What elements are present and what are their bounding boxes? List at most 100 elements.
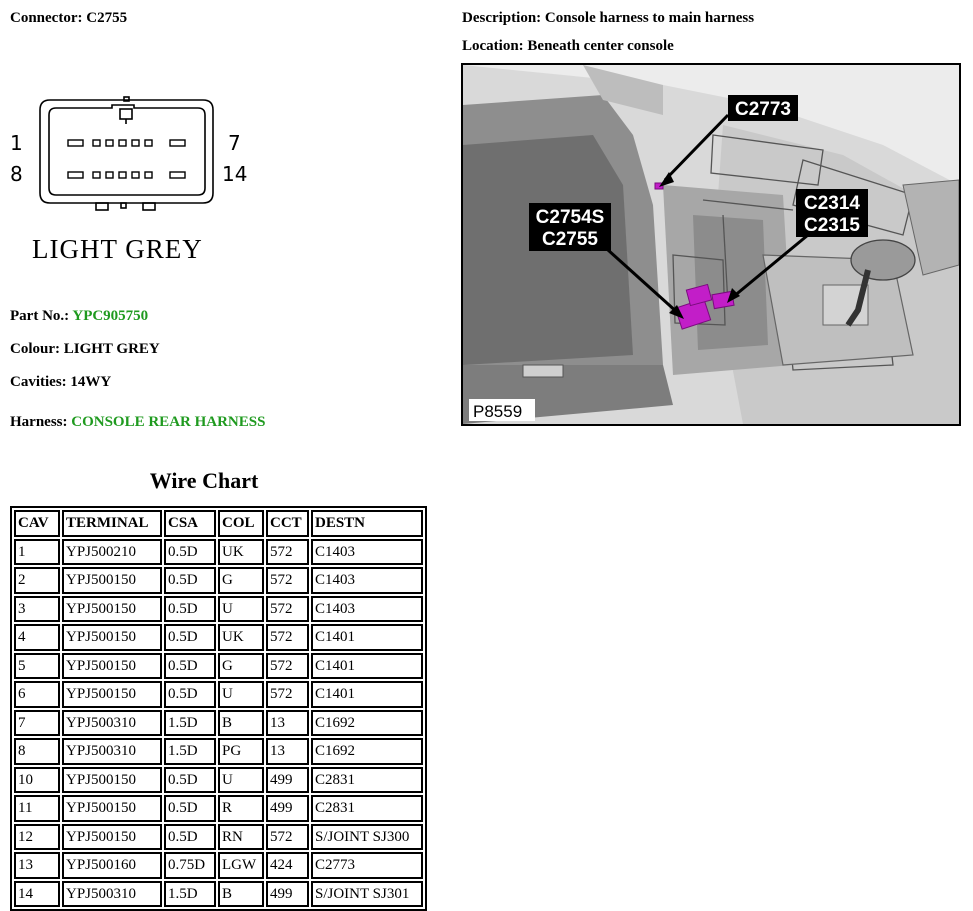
cell-cct: 572 (266, 595, 309, 622)
header-cct: CCT (266, 510, 309, 537)
callout-c2315: C2315 (804, 215, 860, 236)
table-header-row: CAV TERMINAL CSA COL CCT DESTN (14, 510, 423, 537)
cell-cav: 2 (14, 567, 60, 594)
cell-csa: 0.5D (164, 652, 216, 679)
cell-cav: 6 (14, 681, 60, 708)
cell-csa: 0.5D (164, 567, 216, 594)
cell-terminal: YPJ500150 (62, 652, 162, 679)
header-csa: CSA (164, 510, 216, 537)
cell-destn: C2831 (311, 766, 423, 793)
header-cav: CAV (14, 510, 60, 537)
cell-cav: 4 (14, 624, 60, 651)
cell-csa: 0.5D (164, 595, 216, 622)
cell-cct: 572 (266, 567, 309, 594)
cell-col: UK (218, 624, 264, 651)
description-value: Console harness to main harness (544, 10, 755, 26)
cell-terminal: YPJ500210 (62, 538, 162, 565)
header-destn: DESTN (311, 510, 423, 537)
cavities-value: 14WY (70, 374, 112, 390)
location-value: Beneath center console (527, 38, 674, 54)
cell-csa: 1.5D (164, 880, 216, 907)
cell-cav: 1 (14, 538, 60, 565)
cell-cav: 5 (14, 652, 60, 679)
header-terminal: TERMINAL (62, 510, 162, 537)
location-label: Location: (462, 38, 524, 54)
pin-number-7: 7 (228, 131, 241, 155)
cell-cct: 499 (266, 880, 309, 907)
cell-csa: 0.5D (164, 681, 216, 708)
cell-csa: 0.5D (164, 823, 216, 850)
cell-col: B (218, 880, 264, 907)
cell-csa: 0.75D (164, 852, 216, 879)
callout-c2773: C2773 (735, 99, 791, 120)
header-col: COL (218, 510, 264, 537)
connector-value: C2755 (86, 10, 128, 26)
cell-col: R (218, 795, 264, 822)
colour-value: LIGHT GREY (63, 341, 160, 357)
connector-face-diagram: 1 7 8 14 LIGHT GREY (10, 96, 247, 264)
colour-line: Colour: LIGHT GREY (10, 341, 160, 358)
cell-terminal: YPJ500310 (62, 738, 162, 765)
cell-cct: 572 (266, 624, 309, 651)
cell-cav: 11 (14, 795, 60, 822)
cell-destn: C1403 (311, 538, 423, 565)
cell-destn: C1401 (311, 652, 423, 679)
cell-terminal: YPJ500150 (62, 681, 162, 708)
part-number-line: Part No.: YPC905750 (10, 308, 148, 325)
cell-col: G (218, 652, 264, 679)
photo-reference: P8559 (473, 402, 522, 421)
cell-terminal: YPJ500310 (62, 880, 162, 907)
cell-cct: 13 (266, 709, 309, 736)
cell-cav: 10 (14, 766, 60, 793)
cell-destn: S/JOINT SJ301 (311, 880, 423, 907)
cell-terminal: YPJ500150 (62, 766, 162, 793)
cell-csa: 0.5D (164, 538, 216, 565)
cell-csa: 0.5D (164, 795, 216, 822)
cell-csa: 0.5D (164, 766, 216, 793)
cell-destn: C1692 (311, 709, 423, 736)
part-number-link[interactable]: YPC905750 (72, 308, 149, 324)
cell-destn: C1401 (311, 681, 423, 708)
cell-terminal: YPJ500310 (62, 709, 162, 736)
cell-destn: C1401 (311, 624, 423, 651)
cell-terminal: YPJ500150 (62, 823, 162, 850)
cell-col: LGW (218, 852, 264, 879)
cell-destn: C1692 (311, 738, 423, 765)
cell-terminal: YPJ500150 (62, 595, 162, 622)
harness-label: Harness: (10, 414, 68, 430)
cavities-label: Cavities: (10, 374, 67, 390)
cell-col: PG (218, 738, 264, 765)
cell-cct: 572 (266, 823, 309, 850)
description-heading: Description: Console harness to main har… (462, 10, 754, 27)
cell-terminal: YPJ500150 (62, 624, 162, 651)
location-heading: Location: Beneath center console (462, 38, 674, 55)
harness-link[interactable]: CONSOLE REAR HARNESS (71, 414, 266, 430)
cell-csa: 1.5D (164, 709, 216, 736)
cell-cav: 8 (14, 738, 60, 765)
cell-cct: 499 (266, 766, 309, 793)
cell-cav: 14 (14, 880, 60, 907)
cell-cct: 13 (266, 738, 309, 765)
cell-destn: C2831 (311, 795, 423, 822)
cell-cct: 499 (266, 795, 309, 822)
cell-cct: 572 (266, 681, 309, 708)
cell-cav: 3 (14, 595, 60, 622)
cell-terminal: YPJ500150 (62, 567, 162, 594)
callout-c2754s: C2754S (536, 207, 605, 228)
cavities-line: Cavities: 14WY (10, 374, 111, 391)
connector-label: Connector: (10, 10, 83, 26)
cell-cav: 12 (14, 823, 60, 850)
pin-number-8: 8 (10, 162, 23, 186)
description-label: Description: (462, 10, 542, 26)
cell-cct: 424 (266, 852, 309, 879)
